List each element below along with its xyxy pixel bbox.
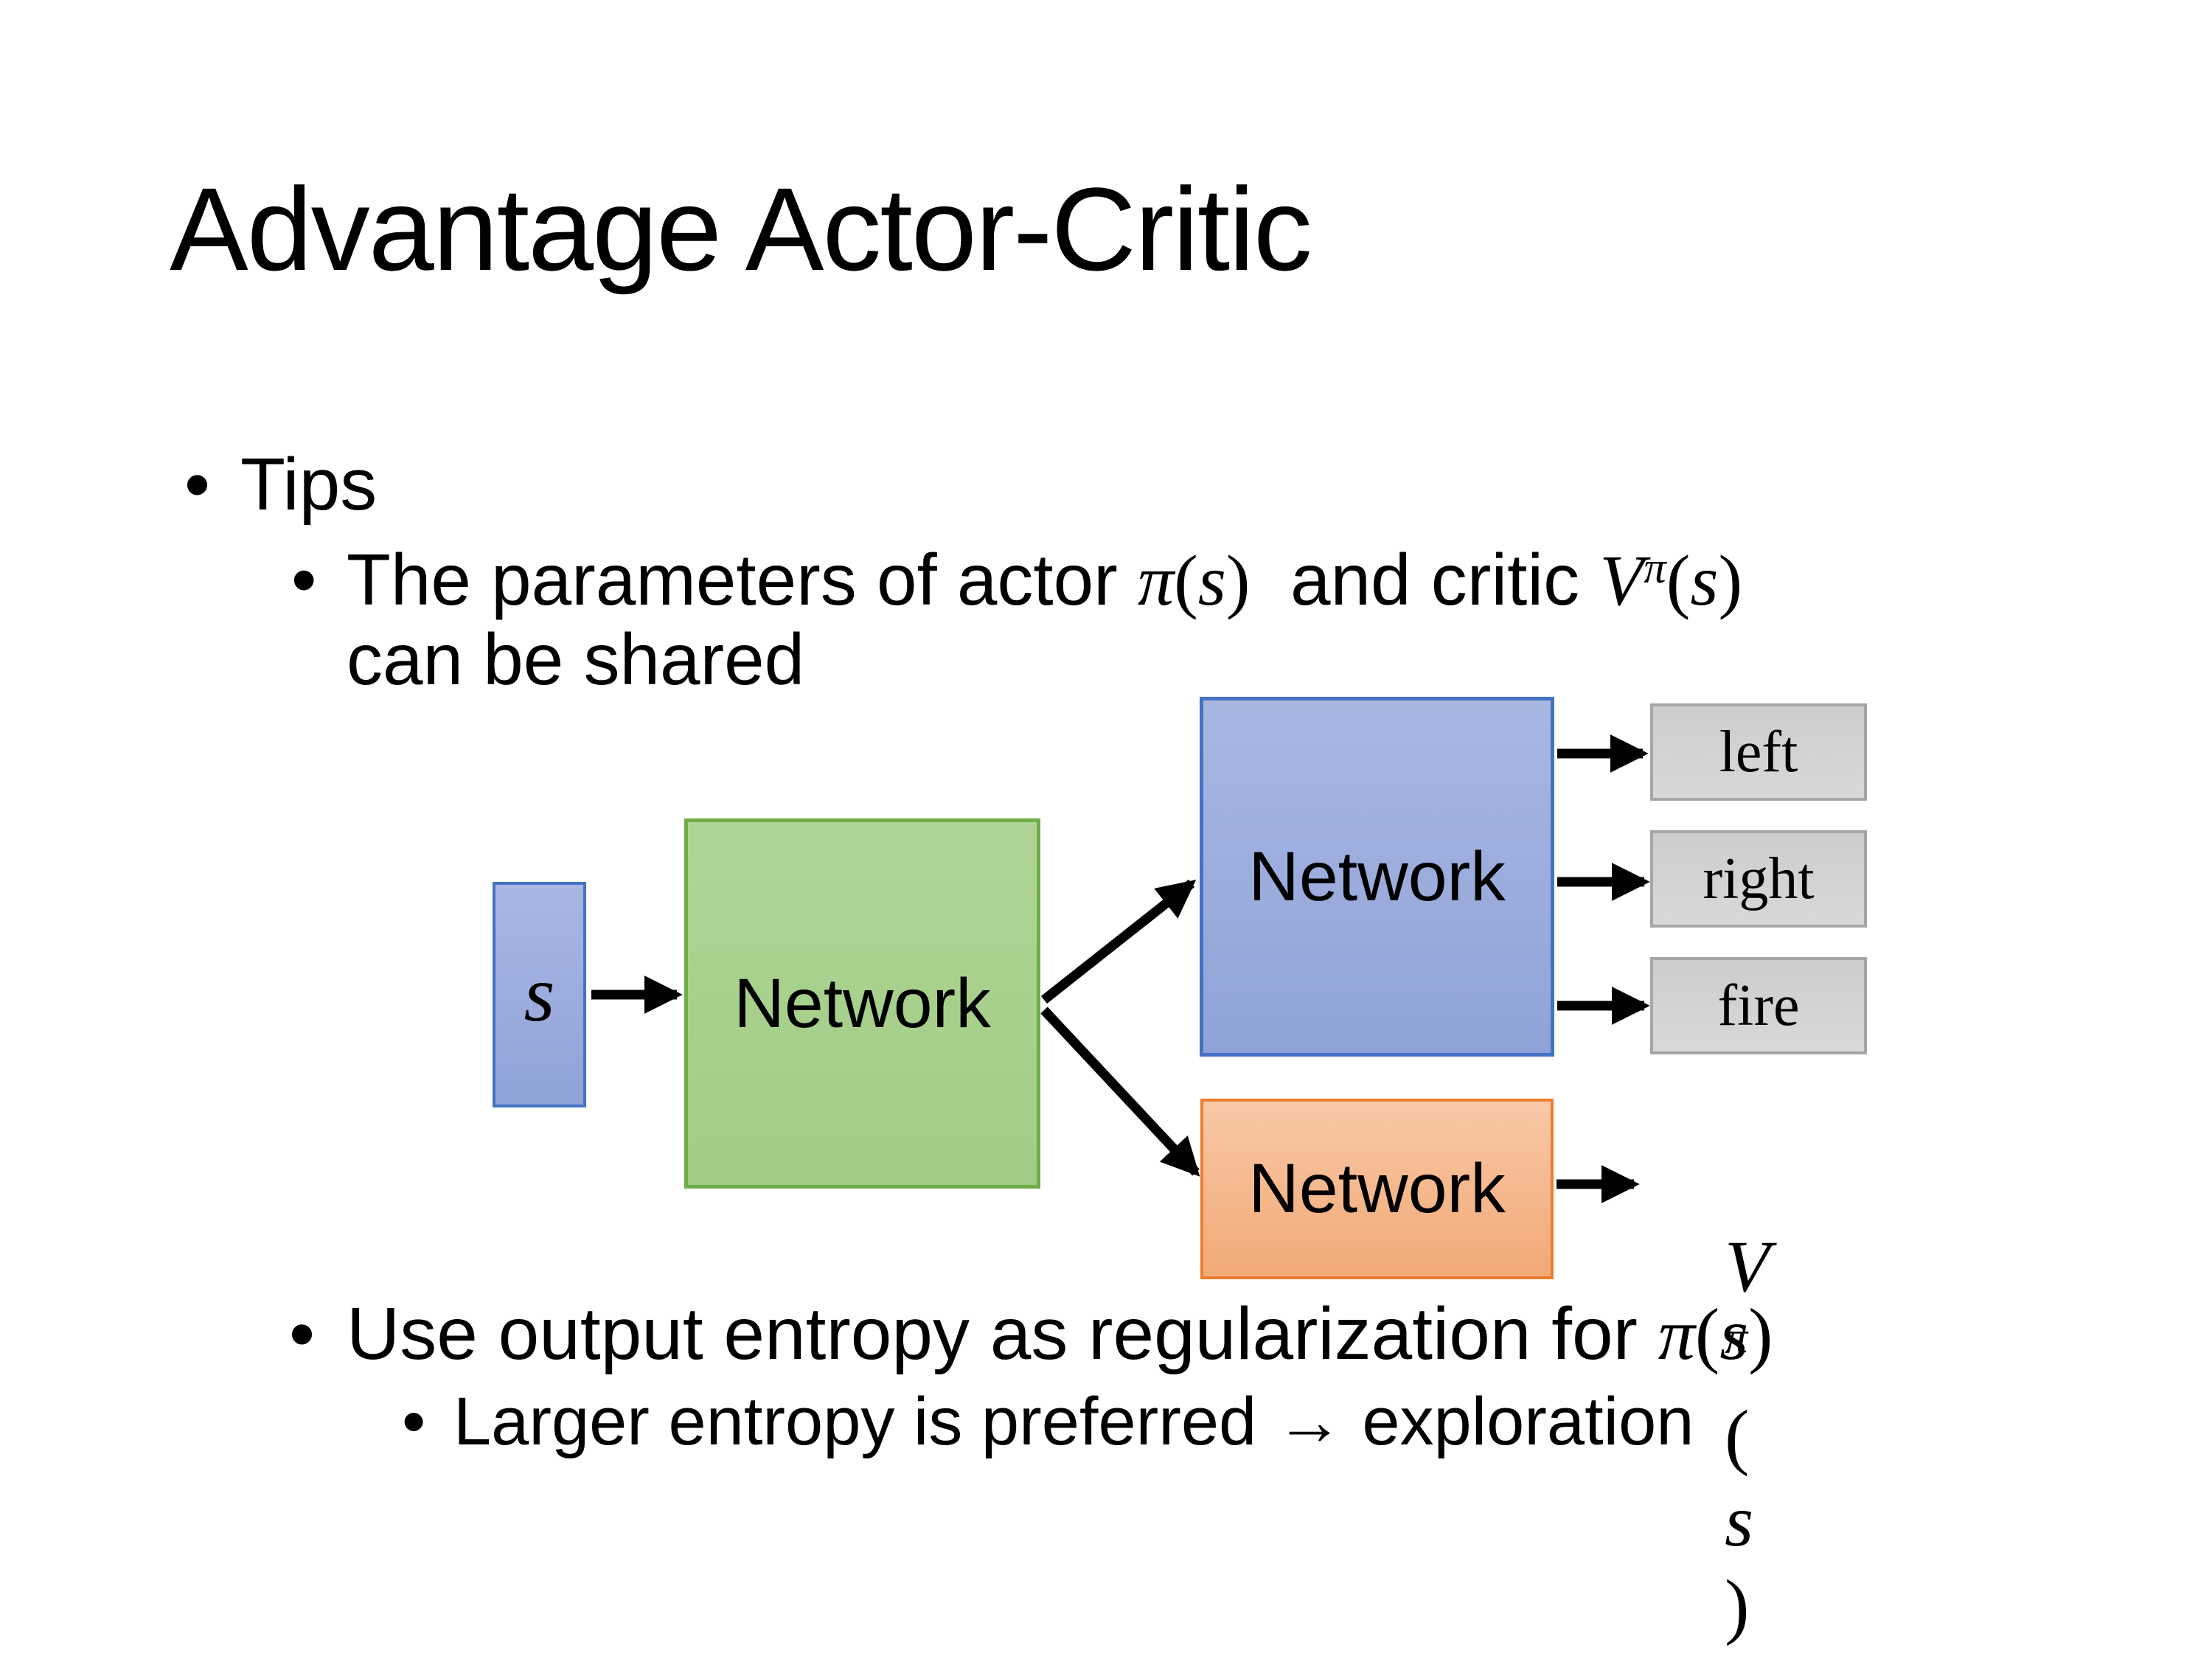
action-left-box: left <box>1650 703 1867 801</box>
math-v-superscript-pi: π <box>1725 1313 1748 1363</box>
bullet-icon: • <box>184 443 211 526</box>
math-pi: π <box>1658 1293 1695 1375</box>
arrow-shared-to-actor-network <box>1040 879 1197 1004</box>
math-paren-close: ) <box>1748 1293 1773 1375</box>
math-s: s <box>1719 1293 1749 1375</box>
math-s: s <box>1725 1480 1754 1562</box>
shared-network-box: Network <box>684 818 1040 1189</box>
math-paren-open: ( <box>1666 541 1691 621</box>
bullet-icon: • <box>289 1293 316 1375</box>
shared-text-mid: and critic <box>1250 539 1600 620</box>
shared-network-label: Network <box>734 964 991 1043</box>
bullet-shared-params: • The parameters of actor π ( s ) and cr… <box>291 538 1742 623</box>
math-pi: π <box>1138 541 1175 621</box>
critic-network-box: Network <box>1200 1099 1554 1279</box>
math-paren-open: ( <box>1174 541 1198 621</box>
action-left-label: left <box>1719 720 1798 785</box>
math-v: V <box>1599 541 1644 621</box>
math-paren-close: ) <box>1725 1565 1750 1646</box>
action-right-label: right <box>1703 846 1815 911</box>
bullet-icon: • <box>291 539 317 620</box>
action-fire-label: fire <box>1717 973 1800 1038</box>
state-input-box: s <box>493 882 586 1107</box>
math-v-superscript-pi: π <box>1644 543 1666 593</box>
shared-text-line2: can be shared <box>347 619 805 700</box>
arrow-shared-to-critic-network <box>1040 1006 1200 1177</box>
math-paren-open: ( <box>1694 1293 1720 1375</box>
math-paren-close: ) <box>1225 541 1251 621</box>
bullet-entropy-regularization: • Use output entropy as regularization f… <box>289 1292 1773 1377</box>
bullet-larger-entropy: • Larger entropy is preferred → explorat… <box>402 1383 1694 1461</box>
slide-title: Advantage Actor-Critic <box>170 163 1312 295</box>
bullet-shared-params-line2: can be shared <box>347 618 804 701</box>
action-fire-box: fire <box>1650 957 1867 1054</box>
value-output-label: V π ( s ) <box>1643 1139 1770 1659</box>
actor-network-label: Network <box>1248 837 1506 916</box>
bullet-tips: • Tips <box>184 442 377 527</box>
actor-network-box: Network <box>1200 697 1554 1057</box>
critic-network-label: Network <box>1248 1150 1506 1228</box>
math-v: V <box>1725 1225 1770 1307</box>
action-right-box: right <box>1650 830 1867 928</box>
math-s: s <box>1197 541 1226 621</box>
math-paren-open: ( <box>1725 1395 1750 1477</box>
math-paren-close: ) <box>1718 541 1743 621</box>
exploration-text: Larger entropy is preferred → exploratio… <box>453 1384 1694 1459</box>
shared-text-before: The parameters of actor <box>347 539 1138 620</box>
state-label: s <box>524 950 555 1038</box>
math-s: s <box>1690 541 1719 621</box>
tips-text: Tips <box>240 443 378 526</box>
entropy-text-before: Use output entropy as regularization for <box>347 1293 1658 1375</box>
bullet-icon: • <box>402 1384 426 1459</box>
